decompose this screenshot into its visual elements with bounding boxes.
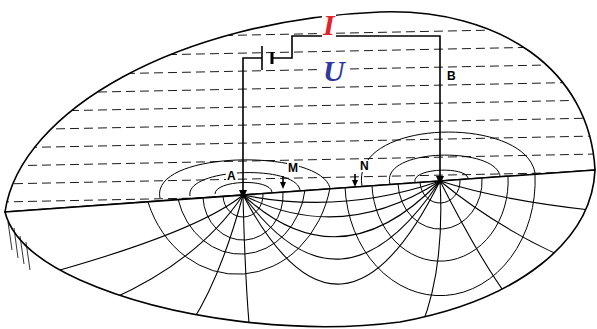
earth-section-face (5, 170, 595, 327)
electrode-label: N (359, 160, 370, 172)
side-hatching (8, 222, 30, 270)
voltage-symbol: U (322, 56, 346, 86)
equipotential-lines (148, 174, 535, 296)
wiring (243, 36, 440, 197)
current-symbol: I (322, 10, 336, 40)
current-lines (60, 181, 590, 329)
electrode-label: A (226, 170, 237, 182)
electrode-label: B (446, 70, 457, 82)
electrode-tips (239, 176, 444, 199)
electrode-label: M (287, 162, 299, 174)
